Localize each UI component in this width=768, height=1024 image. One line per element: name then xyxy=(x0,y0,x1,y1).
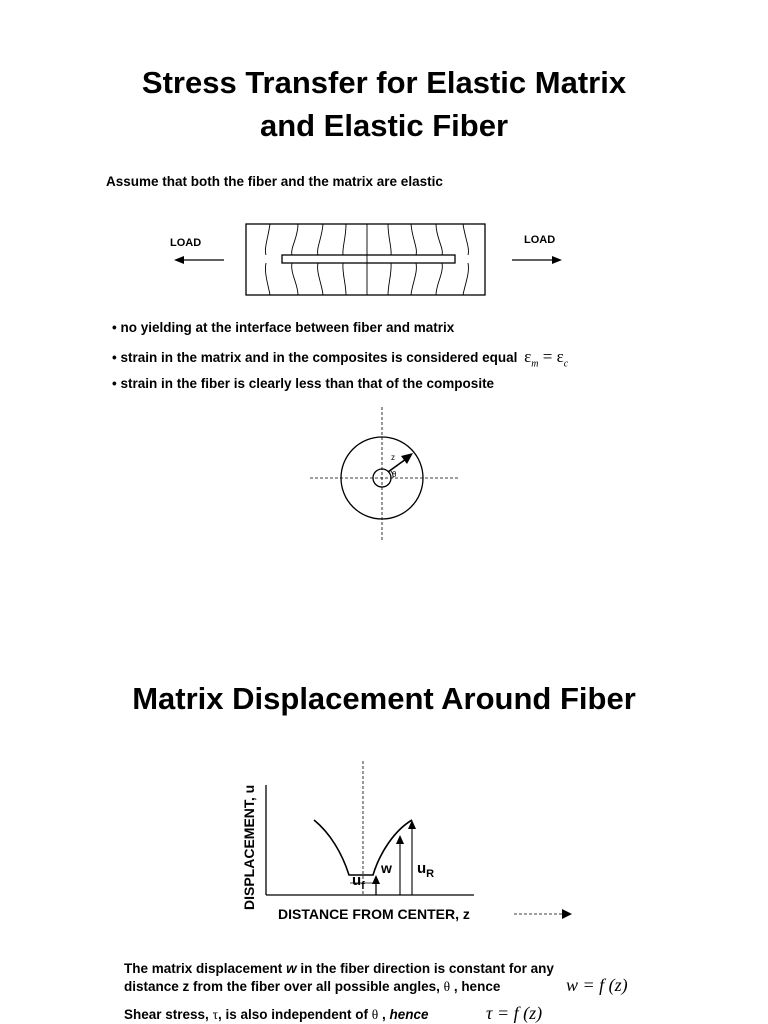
ur-arrow xyxy=(408,820,416,829)
displacement-diagram: DISPLACEMENT, u uf w uR DISTANCE FROM CE… xyxy=(230,755,590,930)
y-axis-label: DISPLACEMENT, u xyxy=(241,785,257,910)
cross-section-diagram: z θ xyxy=(300,405,470,545)
deformation-lines xyxy=(265,223,469,296)
x-axis-arrow xyxy=(562,909,572,919)
matrix-circle xyxy=(340,436,424,520)
bullet-2: • strain in the matrix and in the compos… xyxy=(112,347,568,369)
page-title-1-line2: and Elastic Fiber xyxy=(259,108,509,143)
z-label: z xyxy=(391,453,395,462)
equation-w: w = f (z) xyxy=(566,975,628,995)
uf-label: uf xyxy=(352,872,365,892)
page-title-2: Matrix Displacement Around Fiber xyxy=(132,681,636,716)
w-label: w xyxy=(380,860,392,876)
ur-label: uR xyxy=(417,860,434,880)
bullet-3: • strain in the fiber is clearly less th… xyxy=(112,376,495,391)
w-arrow xyxy=(396,835,404,844)
fiber-circle xyxy=(372,468,392,488)
assumption-text: Assume that both the fiber and the matri… xyxy=(106,174,443,189)
paragraph-line-1: The matrix displacement w in the fiber d… xyxy=(124,961,554,976)
equation-tau: τ = f (z) xyxy=(486,1003,543,1023)
uf-arrow xyxy=(372,875,380,884)
matrix-block xyxy=(245,223,486,296)
theta-label: θ xyxy=(392,470,397,479)
strain-equation: εm = εc xyxy=(524,347,569,370)
bullet-1: • no yielding at the interface between f… xyxy=(112,320,455,335)
composite-diagram: LOAD LOAD xyxy=(160,218,580,302)
load-right-label: LOAD xyxy=(524,234,555,246)
load-left-label: LOAD xyxy=(170,237,201,249)
bullet-2-text: • strain in the matrix and in the compos… xyxy=(112,350,518,365)
displacement-curve xyxy=(313,819,413,876)
fiber xyxy=(281,254,456,264)
paragraph-line-2: distance z from the fiber over all possi… xyxy=(124,979,501,994)
paragraph-line-3: Shear stress, τ, is also independent of … xyxy=(124,1007,429,1022)
x-axis-label: DISTANCE FROM CENTER, z xyxy=(278,906,470,922)
z-arrow xyxy=(401,453,413,464)
page-title-1: Stress Transfer for Elastic Matrix xyxy=(141,65,627,100)
